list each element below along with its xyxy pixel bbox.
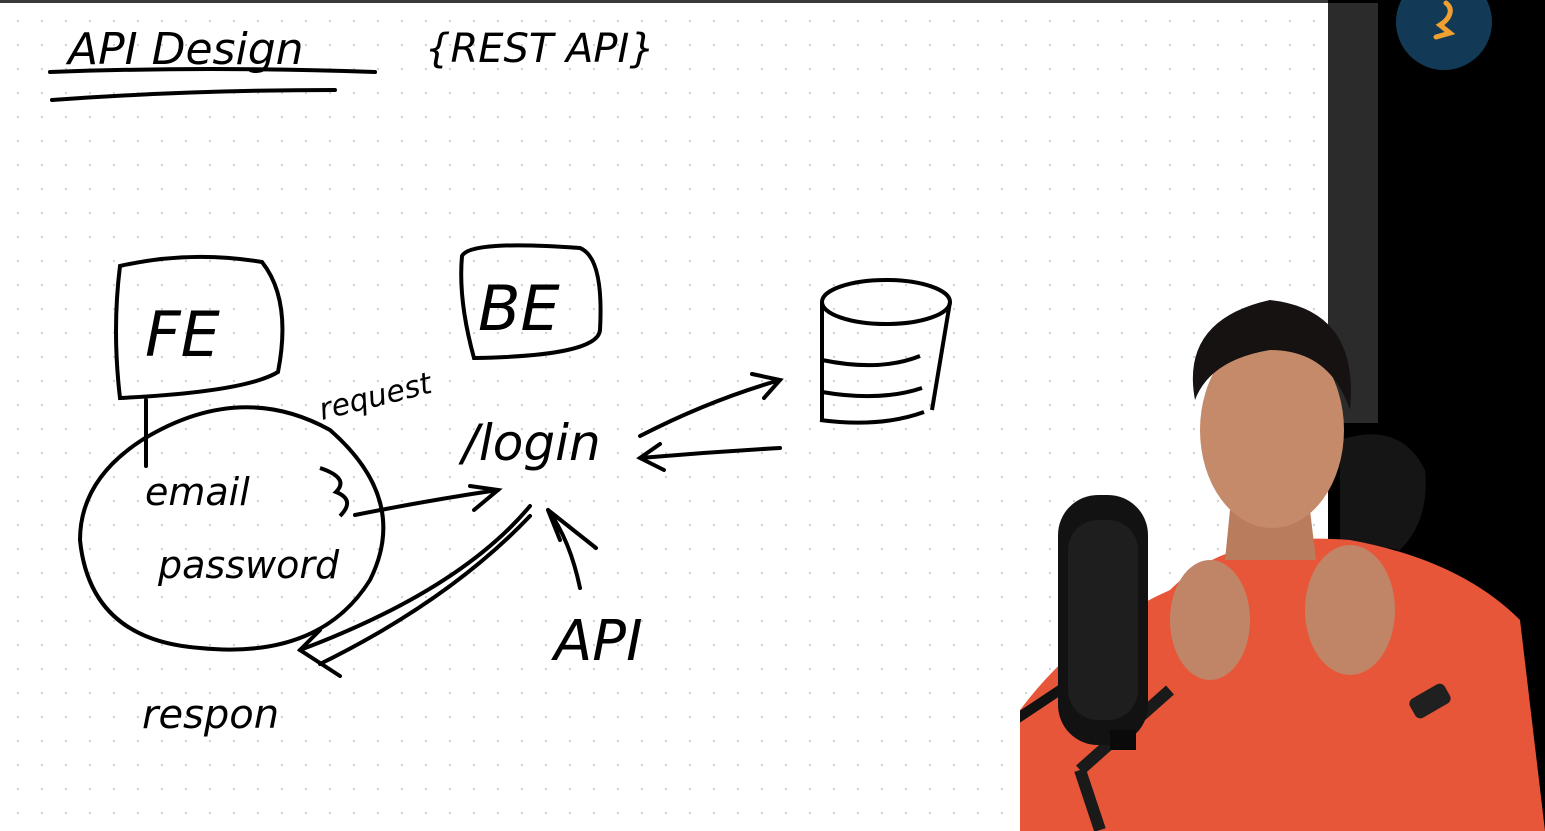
endpoint-label: /login xyxy=(458,414,601,472)
email-label: email xyxy=(145,470,250,514)
arrow-login-to-db xyxy=(638,372,784,438)
response-label: respon xyxy=(142,692,279,738)
presenter-hair xyxy=(1192,300,1351,410)
top-bar xyxy=(0,0,1545,3)
presenter-shirt xyxy=(1020,538,1545,831)
title-underline-1 xyxy=(48,67,377,74)
presenter-webcam xyxy=(1020,300,1545,831)
page-subtitle: {REST API} xyxy=(425,26,655,72)
payload-brace xyxy=(319,466,349,518)
api-label: API xyxy=(551,609,643,674)
database-icon xyxy=(819,278,952,425)
backend-label: BE xyxy=(478,272,561,345)
backend-box xyxy=(459,243,603,361)
arrow-request-to-login xyxy=(353,484,503,517)
presenter-face xyxy=(1200,332,1344,528)
request-label: request xyxy=(315,366,436,428)
arrow-api-to-login xyxy=(546,508,598,590)
title-underline-2 xyxy=(50,88,337,102)
microphone-icon xyxy=(1058,495,1148,750)
frontend-label: FE xyxy=(145,298,221,371)
password-label: password xyxy=(157,543,340,587)
arrow-db-to-login xyxy=(636,442,782,472)
page-title: API Design xyxy=(65,24,304,75)
frontend-box xyxy=(114,254,285,401)
chair xyxy=(1340,434,1426,550)
payload-ellipse xyxy=(77,405,386,652)
arrow-response xyxy=(298,504,532,666)
